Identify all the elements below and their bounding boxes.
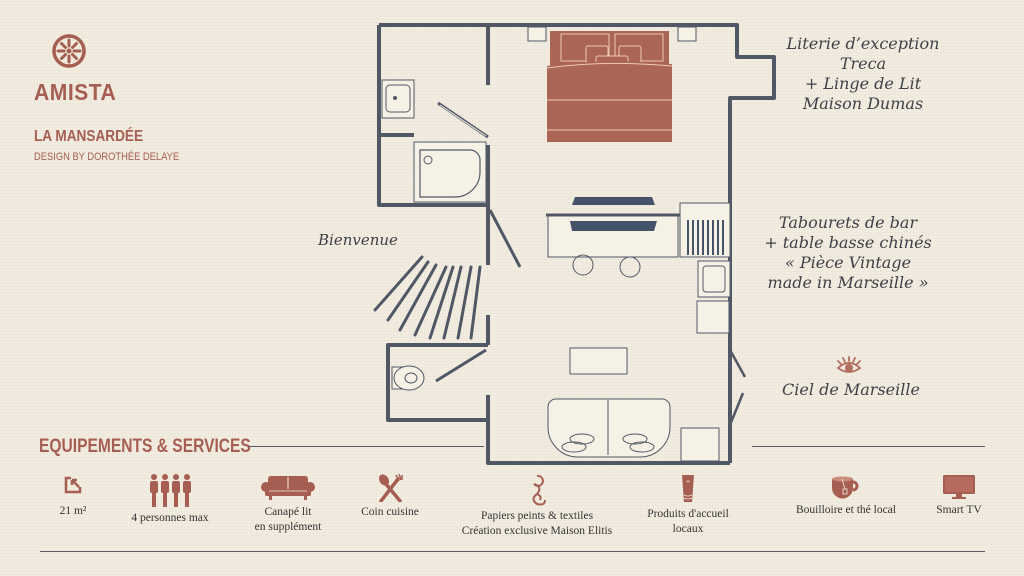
services-list: 21 m² 4 personnes max Canapé lit en supp… xyxy=(0,474,1024,544)
service-label: Bouilloire et thé local xyxy=(796,504,896,516)
service-label: Canapé lit xyxy=(264,506,312,518)
bedding-note-line: Literie d’exception xyxy=(786,34,940,53)
bar-note-line: made in Marseille » xyxy=(767,273,929,292)
bedding-note-line: Maison Dumas xyxy=(802,94,924,113)
welcome-label: Bienvenue xyxy=(318,231,398,249)
four-people-icon xyxy=(150,474,191,507)
tv-icon xyxy=(943,475,975,499)
floor-plan xyxy=(377,23,776,465)
service-item: * Produits d'accueil locaux xyxy=(640,474,736,537)
entrance-steps xyxy=(373,255,482,340)
service-label: locaux xyxy=(672,523,704,535)
service-label: 21 m² xyxy=(59,505,87,517)
service-item: Smart TV xyxy=(928,474,990,518)
bedding-note-line: + Linge de Lit xyxy=(804,74,922,93)
sofa-icon xyxy=(261,476,315,500)
eye-icon xyxy=(836,356,862,373)
svg-text:*: * xyxy=(686,479,690,487)
bar-stools-note: Tabourets de bar + table basse chinés « … xyxy=(748,213,948,293)
divider xyxy=(248,446,484,447)
bar-note-line: « Pièce Vintage xyxy=(784,253,912,272)
toiletry-tube-icon: * xyxy=(682,475,694,502)
service-item: 4 personnes max xyxy=(120,474,220,526)
bar-note-line: Tabourets de bar xyxy=(778,213,918,232)
bottom-divider xyxy=(40,551,985,552)
service-item: Bouilloire et thé local xyxy=(780,474,912,518)
sun-wheel-icon xyxy=(52,34,86,68)
swirl-pattern-icon xyxy=(532,474,546,506)
service-label: Création exclusive Maison Elitis xyxy=(461,525,613,537)
brand-name: AMISTA xyxy=(34,79,117,105)
bedding-note: Literie d’exception Treca + Linge de Lit… xyxy=(770,34,956,114)
project-subtitle: DESIGN BY DOROTHÉE DELAYE xyxy=(34,151,180,163)
spoon-fork-icon xyxy=(378,474,403,502)
service-label: Produits d'accueil xyxy=(647,508,729,520)
area-expand-icon xyxy=(64,476,82,494)
service-label: Coin cuisine xyxy=(361,506,419,518)
service-item: Coin cuisine xyxy=(352,474,428,520)
service-item: Papiers peints & textiles Création exclu… xyxy=(452,474,622,539)
service-label: Smart TV xyxy=(936,504,982,516)
services-title: EQUIPEMENTS & SERVICES xyxy=(39,436,251,457)
service-item: Canapé lit en supplément xyxy=(240,474,336,535)
bedding-note-line: Treca xyxy=(839,54,887,73)
service-label: en supplément xyxy=(254,521,322,533)
sky-note: Ciel de Marseille xyxy=(782,380,920,399)
service-item: 21 m² xyxy=(50,474,96,519)
tea-cup-icon xyxy=(832,476,859,499)
service-label: 4 personnes max xyxy=(131,512,209,524)
project-title: LA MANSARDÉE xyxy=(34,128,144,145)
bar-note-line: + table basse chinés xyxy=(764,233,932,252)
divider xyxy=(752,446,985,447)
service-label: Papiers peints & textiles xyxy=(480,510,594,522)
